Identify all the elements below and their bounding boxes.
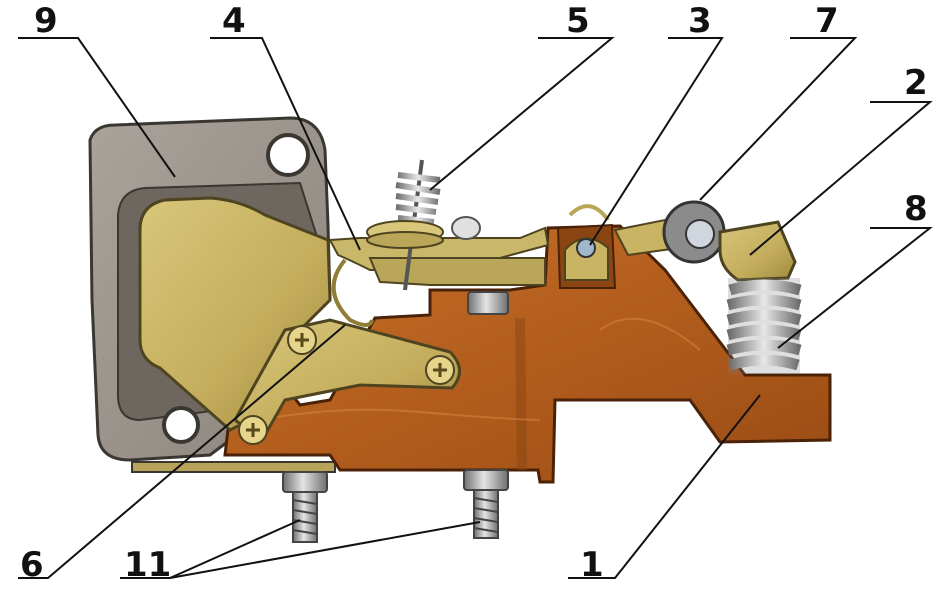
callout-2: 2	[904, 63, 928, 103]
callout-1: 1	[580, 545, 604, 585]
callout-11: 11	[124, 545, 172, 585]
callout-4: 4	[222, 1, 246, 41]
cam-part-2	[718, 220, 797, 282]
callout-9: 9	[34, 1, 58, 41]
callout-8: 8	[904, 189, 928, 229]
screw-3	[238, 415, 268, 445]
small-spring-part-5	[366, 159, 481, 291]
wood-base-part-1	[223, 224, 832, 484]
callout-5: 5	[566, 1, 590, 41]
top-nut	[467, 291, 509, 315]
large-spring-part-8	[726, 278, 802, 374]
callout-3: 3	[688, 1, 712, 41]
callout-7: 7	[815, 1, 839, 41]
screw-2	[425, 355, 455, 385]
bolt-right-part-11	[463, 469, 509, 539]
bottom-strip	[131, 461, 336, 473]
leader-lines	[18, 37, 933, 579]
roller-part-7	[662, 200, 726, 264]
bolt-left-part-11	[282, 471, 328, 543]
screw-1	[287, 325, 317, 355]
pivot-bracket-part-3	[556, 204, 617, 289]
callout-6: 6	[20, 545, 44, 585]
